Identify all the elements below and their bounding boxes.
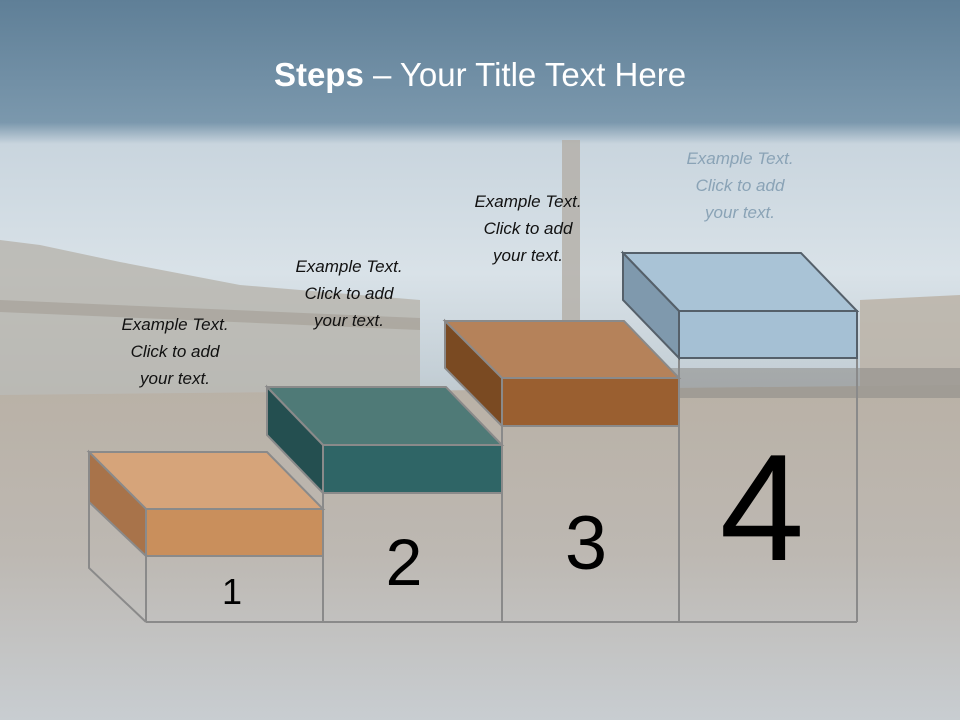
step-2-front <box>322 444 503 494</box>
caption-line: your text. <box>140 369 210 388</box>
step-3-block[interactable] <box>442 318 682 429</box>
caption-line: Example Text. <box>121 315 229 334</box>
step-1-front <box>145 508 324 557</box>
step-1-block[interactable] <box>86 449 326 559</box>
caption-line: Click to add <box>483 219 573 238</box>
step-2-block[interactable] <box>264 384 505 496</box>
step-4-number: 4 <box>720 423 805 593</box>
caption-line: Click to add <box>130 342 220 361</box>
step-4-caption[interactable]: Example Text. Click to add your text. <box>660 145 820 226</box>
caption-line: Click to add <box>695 176 785 195</box>
step-1-caption[interactable]: Example Text. Click to add your text. <box>95 311 255 392</box>
caption-line: your text. <box>314 311 384 330</box>
step-3-number: 3 <box>565 501 607 586</box>
step-3-front <box>501 377 680 427</box>
step-2-number: 2 <box>386 525 423 599</box>
step-3-caption[interactable]: Example Text. Click to add your text. <box>448 188 608 269</box>
step-2-caption[interactable]: Example Text. Click to add your text. <box>269 253 429 334</box>
step-4-block[interactable] <box>620 250 860 361</box>
caption-line: your text. <box>493 246 563 265</box>
step-1-number: 1 <box>222 571 242 612</box>
slide-title[interactable]: Steps – Your Title Text Here <box>0 55 960 95</box>
caption-line: Example Text. <box>295 257 403 276</box>
title-rest: – Your Title Text Here <box>363 56 687 93</box>
caption-line: your text. <box>705 203 775 222</box>
caption-line: Example Text. <box>686 149 794 168</box>
caption-line: Click to add <box>304 284 394 303</box>
title-bold: Steps <box>273 56 364 93</box>
step-4-front <box>678 310 858 359</box>
caption-line: Example Text. <box>474 192 582 211</box>
